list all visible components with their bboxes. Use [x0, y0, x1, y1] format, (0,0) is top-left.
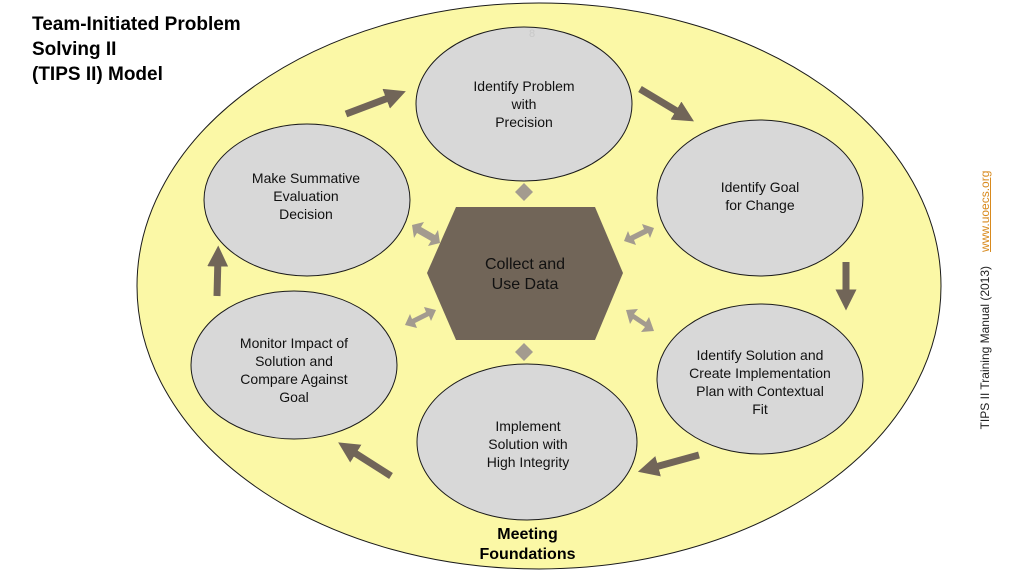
step-label-line: Solution and — [255, 353, 333, 369]
double-arrow-upper-left — [412, 222, 440, 246]
step-label-line: Precision — [495, 114, 553, 130]
step-label-line: Monitor Impact of — [239, 335, 349, 351]
foundations-label: Meeting Foundations — [470, 525, 585, 565]
step-label-line: Compare Against — [240, 371, 348, 387]
step-circle-identify-problem — [415, 26, 633, 182]
step-identify-problem: Identify Problem with Precision — [436, 54, 612, 154]
cycle-arrow-5 — [338, 442, 393, 479]
title-line-2: Solving II — [32, 39, 117, 60]
step-circle-implement — [416, 363, 638, 521]
foundations-line-1: Meeting — [497, 526, 558, 543]
center-label-line-2: Use Data — [491, 276, 559, 293]
citation-text: TIPS II Training Manual (2013) — [978, 265, 992, 430]
step-label-line: for Change — [725, 197, 795, 213]
step-label-line: Plan with Contextual — [696, 383, 824, 399]
cycle-arrow-1 — [344, 88, 406, 118]
step-label-line: Solution with — [488, 436, 568, 452]
cycle-arrow-6 — [207, 245, 229, 297]
step-label-line: Identify Solution and — [696, 347, 824, 363]
website-link[interactable]: www.uoecs.org — [978, 170, 992, 252]
center-label: Collect and Use Data — [440, 250, 610, 300]
step-summative: Make Summative Evaluation Decision — [218, 156, 394, 236]
step-implement: Implement Solution with High Integrity — [440, 404, 616, 484]
double-arrow-bottom — [515, 343, 533, 361]
step-label-line: Identify Problem — [473, 78, 575, 94]
double-arrow-lower-right — [626, 309, 654, 332]
step-circle-monitor — [190, 290, 398, 440]
step-label-line: Evaluation — [273, 188, 339, 204]
double-arrow-upper-right — [624, 224, 654, 245]
title-line-1: Team-Initiated Problem — [32, 14, 241, 35]
step-monitor: Monitor Impact of Solution and Compare A… — [206, 322, 382, 418]
step-circle-identify-solution — [656, 303, 864, 455]
step-identify-goal: Identify Goal for Change — [672, 160, 848, 232]
cycle-arrow-2 — [638, 85, 695, 122]
step-label-line: Implement — [495, 418, 561, 434]
citation-vertical: TIPS II Training Manual (2013) www.uoecs.… — [978, 171, 992, 430]
step-label-line: Goal — [279, 389, 309, 405]
step-label-line: Fit — [752, 401, 768, 417]
center-label-line-1: Collect and — [484, 256, 566, 273]
step-label-line: Create Implementation — [689, 365, 831, 381]
title-line-3: (TIPS II) Model — [32, 64, 163, 85]
foundations-line-2: Foundations — [479, 546, 576, 563]
step-label-line: Decision — [279, 206, 333, 222]
step-label-line: with — [511, 96, 537, 112]
step-label-line: Identify Goal — [720, 179, 800, 195]
step-circle-summative — [203, 123, 411, 277]
diagram-title: Team-Initiated Problem Solving II (TIPS … — [32, 12, 332, 87]
collect-data-hexagon — [427, 207, 623, 340]
cycle-arrow-4 — [637, 451, 700, 477]
step-identify-solution: Identify Solution and Create Implementat… — [664, 334, 856, 430]
step-label-line: Make Summative — [251, 170, 361, 186]
step-label-line: High Integrity — [486, 454, 570, 470]
double-arrow-lower-left — [405, 307, 436, 328]
slide-number: 8 — [528, 28, 536, 40]
step-circle-identify-goal — [656, 119, 864, 277]
double-arrow-top — [515, 183, 533, 201]
